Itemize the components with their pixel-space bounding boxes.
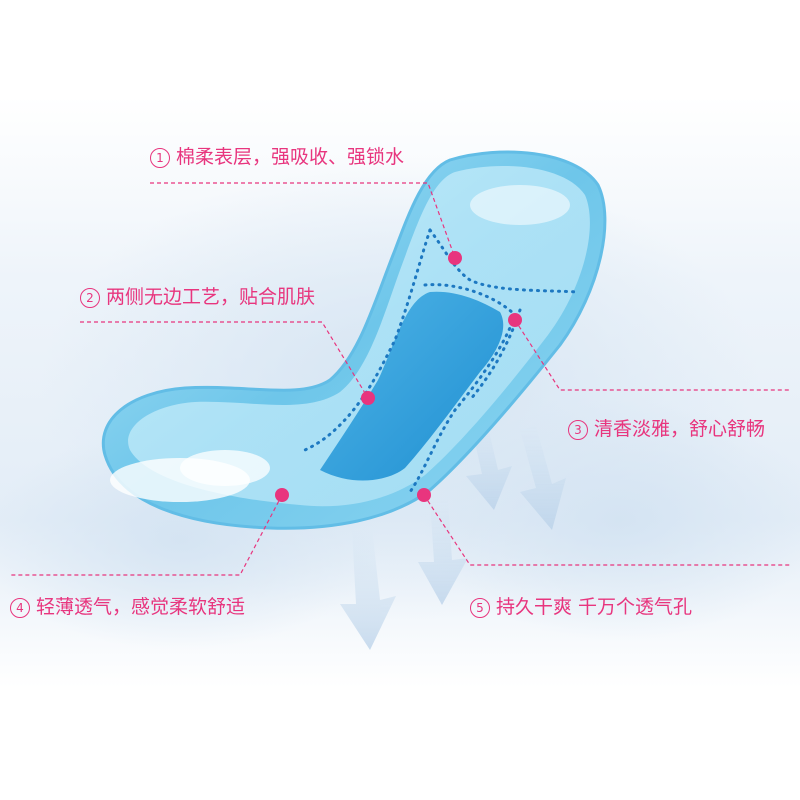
callout-dot-1 (448, 251, 462, 265)
feature-number-1: 1 (150, 148, 170, 168)
feature-text-4: 轻薄透气，感觉柔软舒适 (36, 596, 245, 618)
callout-dot-4 (275, 488, 289, 502)
feature-label-1: 1 棉柔表层，强吸收、强锁水 (150, 146, 404, 168)
feature-text-2: 两侧无边工艺，贴合肌肤 (106, 286, 315, 308)
feature-text-3: 清香淡雅，舒心舒畅 (594, 418, 765, 440)
feature-text-1: 棉柔表层，强吸收、强锁水 (176, 146, 404, 168)
callout-dot-2 (361, 391, 375, 405)
feature-label-5: 5 持久干爽 千万个透气孔 (470, 596, 692, 618)
feature-number-3: 3 (568, 420, 588, 440)
cloud-texture (470, 185, 570, 225)
feature-number-2: 2 (80, 288, 100, 308)
feature-number-4: 4 (10, 598, 30, 618)
feature-label-3: 3 清香淡雅，舒心舒畅 (568, 418, 765, 440)
callout-dot-5 (417, 488, 431, 502)
feature-label-4: 4 轻薄透气，感觉柔软舒适 (10, 596, 245, 618)
callout-dot-3 (508, 313, 522, 327)
feature-number-5: 5 (470, 598, 490, 618)
feature-label-2: 2 两侧无边工艺，贴合肌肤 (80, 286, 315, 308)
feature-text-5: 持久干爽 千万个透气孔 (496, 596, 692, 618)
cloud-texture (180, 450, 270, 486)
